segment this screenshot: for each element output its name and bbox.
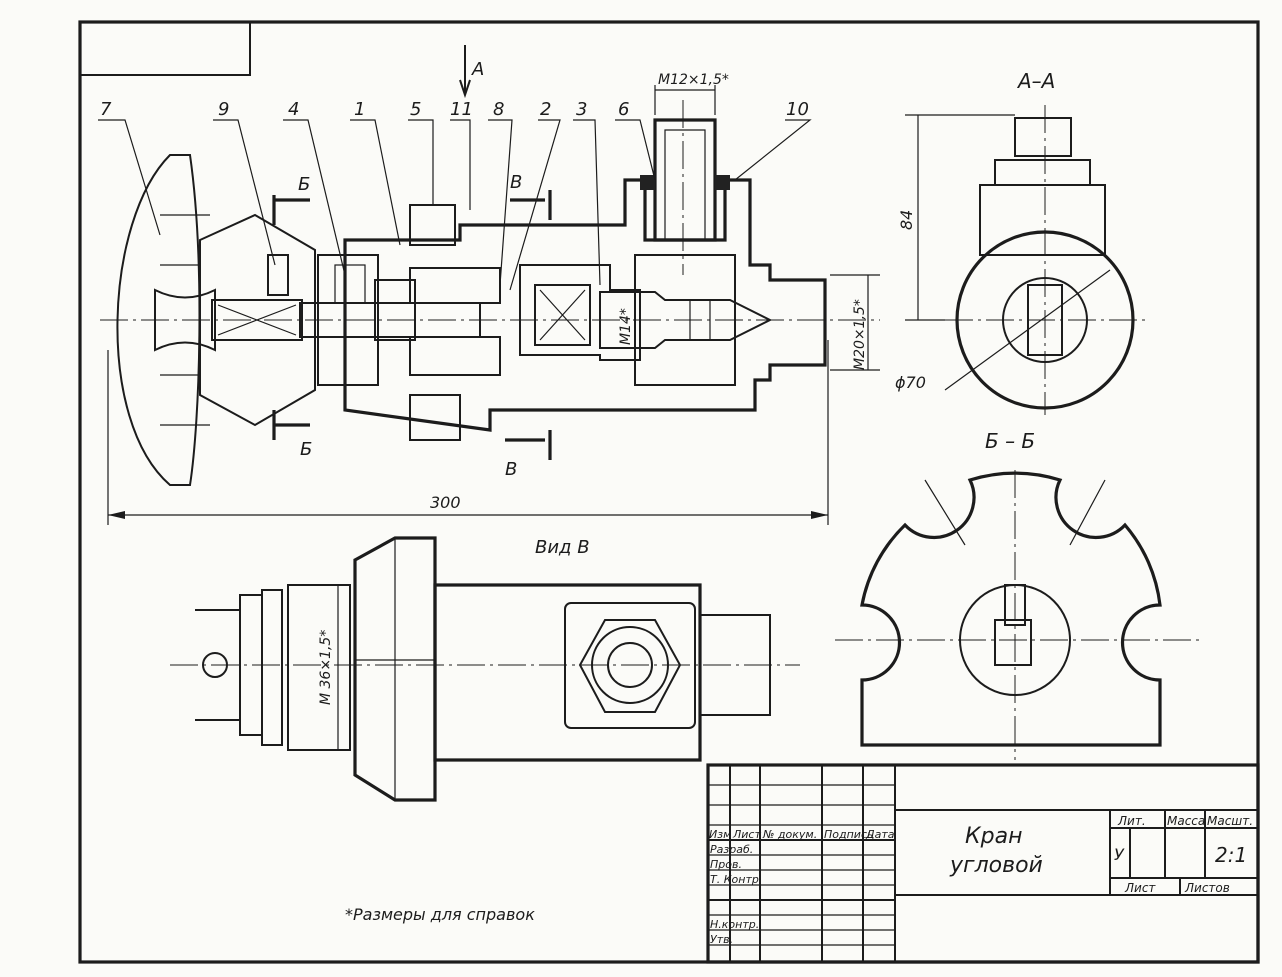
- dim-overall: 300: [430, 493, 461, 512]
- view-b-b: Б – Б: [835, 429, 1200, 760]
- dim-phi70: ϕ70: [895, 373, 926, 392]
- tb-col-date: Дата: [865, 828, 895, 841]
- footnote: *Размеры для справок: [345, 905, 535, 924]
- section-markers: [272, 45, 552, 460]
- part-leaders: [98, 119, 812, 291]
- tb-col-sign: Подпись: [824, 828, 873, 841]
- main-section-view: 7 9 4 1 5 11 8 2 3 6 10 A Б Б В В M12×1,…: [98, 45, 880, 525]
- tb-lit-header: Лит.: [1117, 814, 1146, 828]
- section-mark-b-bottom: Б: [300, 439, 312, 460]
- section-mark-v-top: В: [510, 172, 522, 193]
- tb-row-utv: Утв.: [710, 933, 733, 946]
- tb-lit-value: У: [1114, 845, 1125, 864]
- dim-m14: M14*: [618, 308, 634, 345]
- tb-name-line1: Кран: [965, 824, 1022, 849]
- tb-sheet-label: Лист: [1124, 881, 1156, 895]
- part-label-5: 5: [410, 99, 421, 120]
- part-label-3: 3: [576, 99, 587, 120]
- section-mark-b-top: Б: [298, 174, 310, 195]
- view-v: Вид В M 36×1,5*: [170, 536, 800, 802]
- tb-row-prov: Пров.: [710, 858, 742, 871]
- valve-body: [343, 118, 827, 441]
- section-mark-v-bottom: В: [505, 459, 517, 480]
- tb-col-list: Лист: [732, 828, 761, 841]
- dim-m20: M20×1,5*: [852, 299, 868, 370]
- part-label-4: 4: [288, 99, 299, 120]
- tb-row-nkontr: Н.контр.: [710, 918, 759, 931]
- view-a-a: А–А 84 ϕ70: [895, 69, 1145, 415]
- main-dimensions: [107, 85, 880, 525]
- part-label-7: 7: [100, 99, 112, 120]
- drawing-frame: [78, 20, 1260, 964]
- packing: [409, 267, 501, 376]
- view-v-title: Вид В: [535, 537, 590, 558]
- tb-name-line2: угловой: [949, 853, 1043, 878]
- part-label-11: 11: [450, 99, 473, 120]
- view-bb-title: Б – Б: [985, 429, 1035, 453]
- tb-col-doc: № докум.: [762, 828, 817, 841]
- tb-sheets-label: Листов: [1184, 881, 1230, 895]
- part-label-1: 1: [354, 99, 365, 120]
- tb-scale-header: Масшт.: [1207, 814, 1253, 828]
- tb-mass-header: Масса: [1167, 814, 1205, 828]
- tb-row-razrab: Разраб.: [710, 843, 753, 856]
- part-label-6: 6: [618, 99, 629, 120]
- title-block: Изм Лист № докум. Подпись Дата Разраб. П…: [706, 763, 1260, 964]
- tb-col-izm: Изм: [709, 828, 731, 841]
- dim-m12: M12×1,5*: [658, 72, 729, 88]
- section-mark-a: A: [471, 59, 484, 80]
- dim-m36: M 36×1,5*: [318, 630, 334, 705]
- handwheel: [116, 154, 316, 486]
- tb-row-tkontr: Т. Контр.: [710, 873, 762, 886]
- part-label-9: 9: [218, 99, 229, 120]
- part-label-2: 2: [540, 99, 551, 120]
- dim-84: 84: [897, 210, 916, 230]
- view-aa-title: А–А: [1016, 69, 1055, 93]
- part-label-10: 10: [786, 99, 809, 120]
- part-label-8: 8: [493, 99, 504, 120]
- tb-scale-value: 2:1: [1215, 843, 1247, 867]
